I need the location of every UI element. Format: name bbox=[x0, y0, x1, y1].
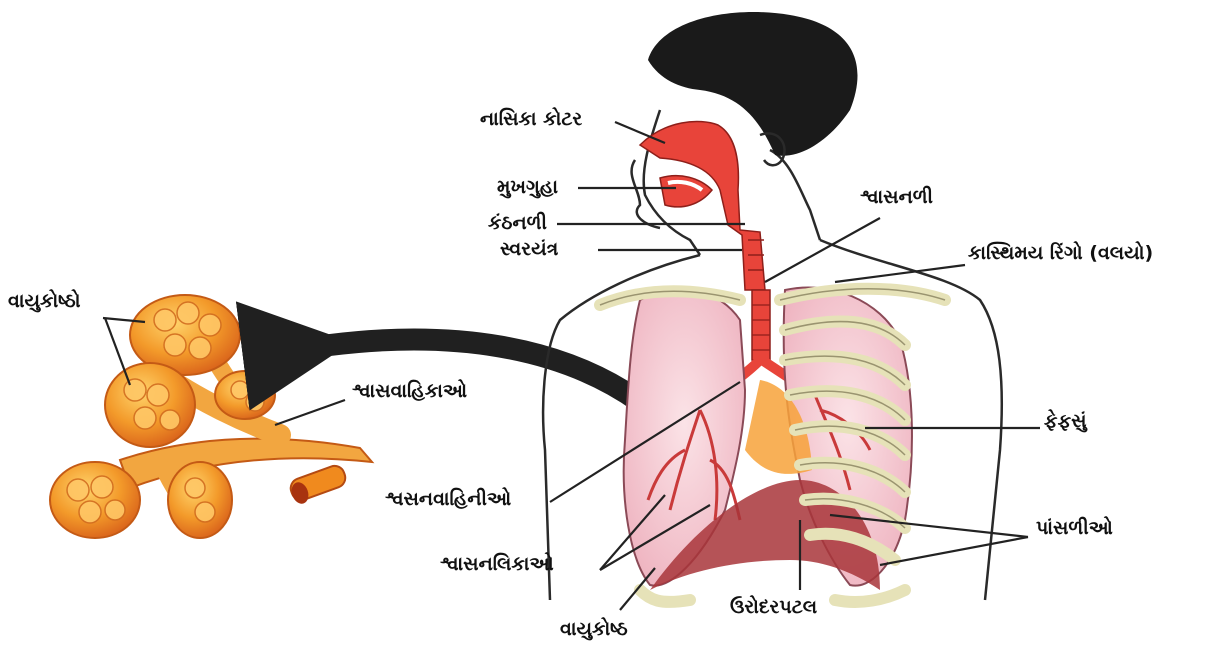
label-trachea: શ્વાસનળી bbox=[860, 188, 933, 207]
label-diaphragm: ઉરોદરપટલ bbox=[730, 598, 817, 617]
label-pharynx: કંઠનળી bbox=[488, 214, 547, 233]
label-nasal-cavity: નાસિકા કોટર bbox=[480, 110, 582, 129]
label-larynx: સ્વરયંત્ર bbox=[500, 240, 558, 259]
alveoli-cluster-illustration bbox=[50, 295, 372, 538]
label-cartilage-rings: કાસ્થિમય રિંગો (વલયો) bbox=[968, 244, 1153, 263]
label-mouth-cavity: મુખગુહા bbox=[497, 178, 558, 197]
label-alveoli-cluster: વાયુકોષ્ઠો bbox=[8, 292, 81, 311]
label-bronchi: શ્વસનવાહિનીઓ bbox=[385, 490, 511, 509]
label-respiratory-bronchioles: શ્વાસવાહિકાઓ bbox=[352, 382, 467, 401]
label-ribs: પાંસળીઓ bbox=[1036, 519, 1113, 538]
label-alveolus: વાયુકોષ્ઠ bbox=[560, 620, 628, 639]
label-bronchioles: શ્વાસનલિકાઓ bbox=[440, 555, 554, 574]
label-lung: ફેફસું bbox=[1044, 412, 1087, 431]
